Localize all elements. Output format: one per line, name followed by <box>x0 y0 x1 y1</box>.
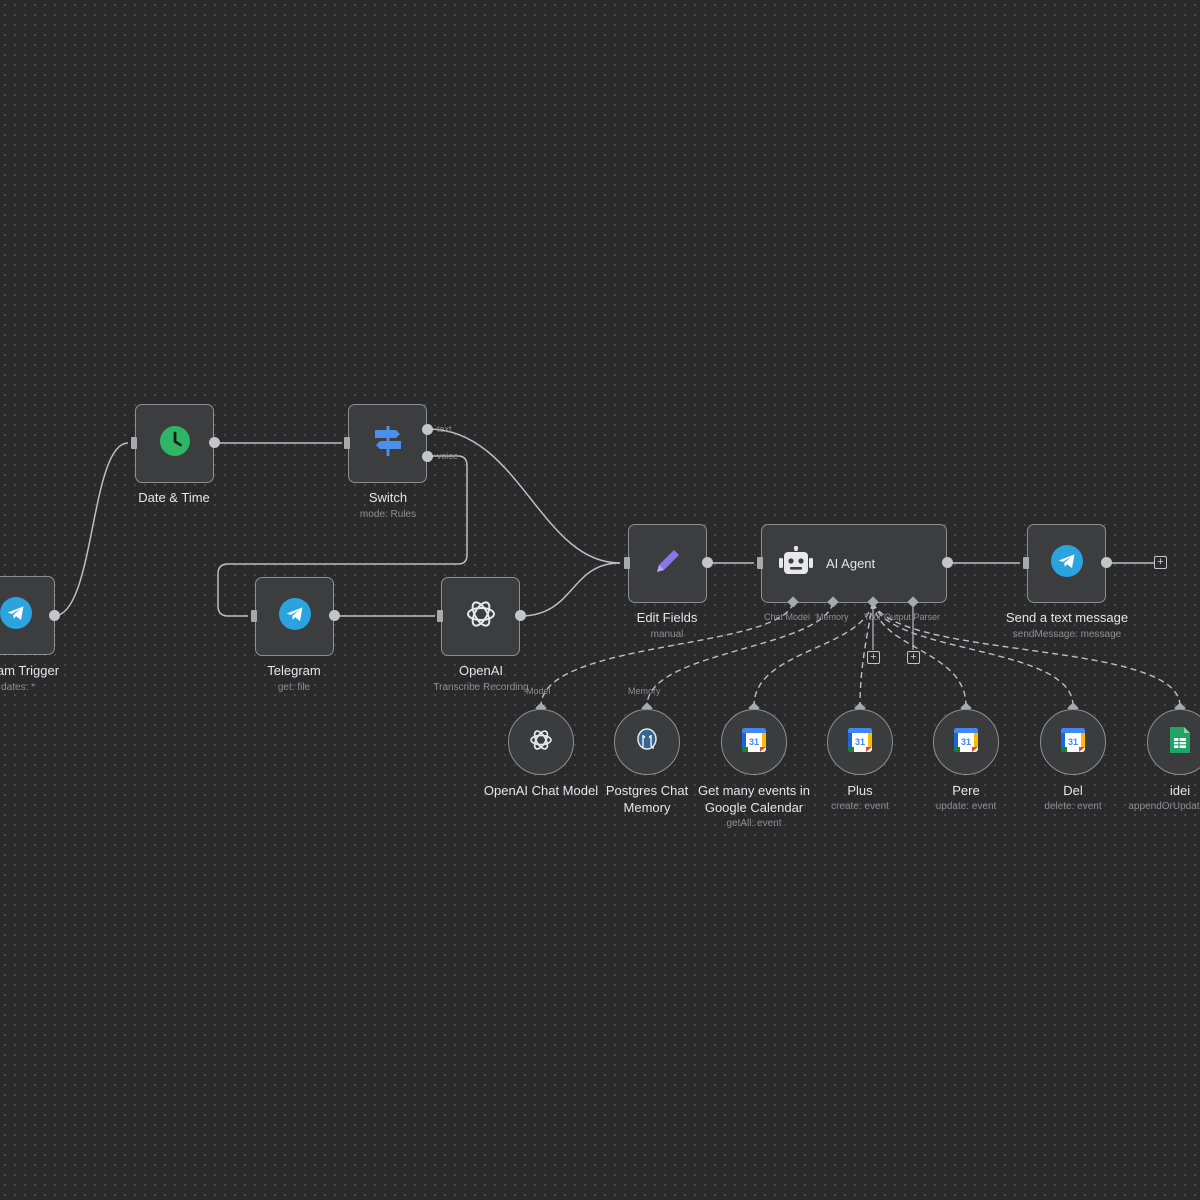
switch-output-text-label: text <box>437 424 452 434</box>
add-tool-button[interactable]: + <box>867 651 880 664</box>
add-output-parser-button[interactable]: + <box>907 651 920 664</box>
switch-output-text[interactable] <box>422 424 433 435</box>
pencil-icon <box>651 544 685 583</box>
get-many-events-subtitle: getAll: event <box>726 818 782 829</box>
switch-input[interactable] <box>344 437 350 449</box>
date-time-title: Date & Time <box>138 490 210 505</box>
get-many-events-title: Get many events in Google Calendar <box>698 783 810 815</box>
telegram-icon <box>278 598 311 635</box>
telegram-title: Telegram <box>267 663 321 678</box>
del-title: Del <box>1063 783 1083 798</box>
edit-fields-input[interactable] <box>624 557 630 569</box>
signpost-icon <box>371 424 405 463</box>
google-sheets-icon <box>1169 726 1191 759</box>
idei-subtitle: appendOrUpdat <box>1128 801 1200 812</box>
calendar-day-number: 31 <box>961 737 971 747</box>
date-time-node[interactable] <box>135 404 214 483</box>
google-calendar-icon: 31 <box>741 727 767 758</box>
robot-icon <box>778 545 814 581</box>
telegram-trigger-subtitle: dates: * <box>1 682 35 693</box>
telegram-subtitle: get: file <box>277 682 311 693</box>
google-calendar-icon: 31 <box>953 727 979 758</box>
calendar-day-number: 31 <box>1068 737 1078 747</box>
del-subtitle: delete: event <box>1044 801 1102 812</box>
switch-output-voice[interactable] <box>422 451 433 462</box>
postgres-icon <box>633 726 661 759</box>
ai-agent-port-label-output-parser: Output Parser <box>884 612 941 622</box>
get-many-events-node[interactable]: 31 <box>721 709 787 775</box>
ai-agent-output[interactable] <box>942 557 953 568</box>
telegram-output[interactable] <box>329 610 340 621</box>
openai-node[interactable] <box>441 577 520 656</box>
wire-openai-to-editfields <box>519 562 621 617</box>
del-node[interactable]: 31 <box>1040 709 1106 775</box>
openai-input[interactable] <box>437 610 443 622</box>
postgres-chat-memory-node[interactable] <box>614 709 680 775</box>
openai-icon <box>464 597 498 636</box>
send-message-input[interactable] <box>1023 557 1029 569</box>
pere-title: Pere <box>952 783 980 798</box>
add-next-node-button[interactable]: + <box>1154 556 1167 569</box>
openai-icon <box>528 727 554 758</box>
switch-node[interactable] <box>348 404 427 483</box>
ai-agent-port-label-chat-model: Chat Model <box>764 612 811 622</box>
openai-output[interactable] <box>515 610 526 621</box>
send-message-subtitle: sendMessage: message <box>1012 629 1122 640</box>
openai-chat-model-title: OpenAI Chat Model <box>483 783 599 798</box>
clock-icon <box>159 425 191 462</box>
switch-subtitle: mode: Rules <box>359 509 417 520</box>
idei-node[interactable] <box>1147 709 1200 775</box>
idei-title: idei <box>1169 783 1191 798</box>
plus-subtitle: create: event <box>831 801 889 812</box>
openai-chat-model-node[interactable] <box>508 709 574 775</box>
plus-title: Plus <box>847 783 873 798</box>
send-message-node[interactable] <box>1027 524 1106 603</box>
switch-output-voice-label: voice <box>437 451 459 461</box>
pere-node[interactable]: 31 <box>933 709 999 775</box>
plus-node[interactable]: 31 <box>827 709 893 775</box>
edit-fields-output[interactable] <box>702 557 713 568</box>
postgres-chat-memory-title: Postgres Chat Memory <box>605 783 689 815</box>
wire-trigger-to-datetime <box>53 442 129 617</box>
chat-model-port-label: Model <box>526 686 551 696</box>
telegram-icon <box>1050 545 1083 582</box>
edit-fields-title: Edit Fields <box>636 610 698 625</box>
ai-agent-input[interactable] <box>757 557 763 569</box>
openai-subtitle: Transcribe Recording <box>433 682 529 693</box>
ai-agent-port-label-tool: Tool <box>864 612 881 622</box>
telegram-node[interactable] <box>255 577 334 656</box>
google-calendar-icon: 31 <box>847 727 873 758</box>
date-time-output[interactable] <box>209 437 220 448</box>
send-message-title: Send a text message <box>1005 610 1129 625</box>
telegram-input[interactable] <box>251 610 257 622</box>
telegram-icon <box>0 597 32 634</box>
openai-title: OpenAI <box>458 663 504 678</box>
edit-fields-subtitle: manual <box>650 629 684 640</box>
ai-agent-title: AI Agent <box>826 556 876 571</box>
date-time-input[interactable] <box>131 437 137 449</box>
wire-switch-text-to-editfields <box>427 428 621 564</box>
google-calendar-icon: 31 <box>1060 727 1086 758</box>
calendar-day-number: 31 <box>855 737 865 747</box>
telegram-trigger-title: am Trigger <box>0 663 60 678</box>
pere-subtitle: update: event <box>935 801 997 812</box>
telegram-trigger-node[interactable] <box>0 576 55 655</box>
calendar-day-number: 31 <box>749 737 759 747</box>
memory-port-label: Memory <box>628 686 661 696</box>
send-message-output[interactable] <box>1101 557 1112 568</box>
edit-fields-node[interactable] <box>628 524 707 603</box>
ai-agent-port-label-memory: Memory <box>816 612 849 622</box>
ai-agent-node[interactable]: AI Agent <box>761 524 947 603</box>
switch-title: Switch <box>368 490 408 505</box>
telegram-trigger-output[interactable] <box>49 610 60 621</box>
